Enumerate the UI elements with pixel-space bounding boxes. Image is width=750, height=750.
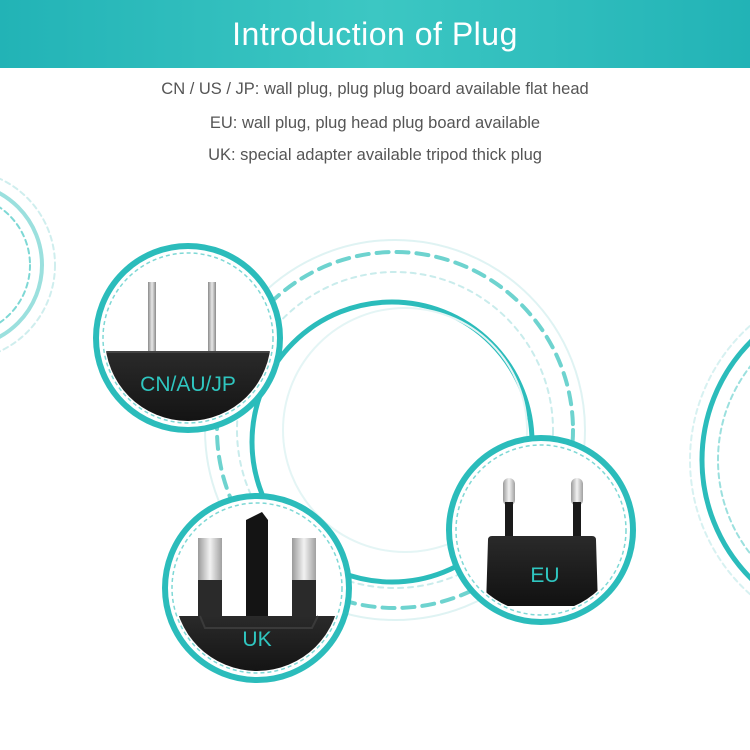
header-banner: Introduction of Plug: [0, 0, 750, 68]
plug-label-cn: CN/AU/JP: [140, 373, 236, 396]
description-cn-us-jp: CN / US / JP: wall plug, plug plug board…: [161, 80, 589, 98]
page-title: Introduction of Plug: [232, 15, 518, 52]
description-uk: UK: special adapter available tripod thi…: [208, 146, 542, 164]
description-eu: EU: wall plug, plug head plug board avai…: [209, 114, 541, 132]
plug-label-uk: UK: [242, 628, 271, 651]
plug-cn-au-jp: CN/AU/JP: [93, 243, 283, 433]
plug-eu: EU: [446, 435, 636, 625]
plug-label-eu: EU: [530, 564, 559, 587]
plug-uk: UK: [162, 493, 352, 683]
decorative-rings: [0, 177, 750, 621]
